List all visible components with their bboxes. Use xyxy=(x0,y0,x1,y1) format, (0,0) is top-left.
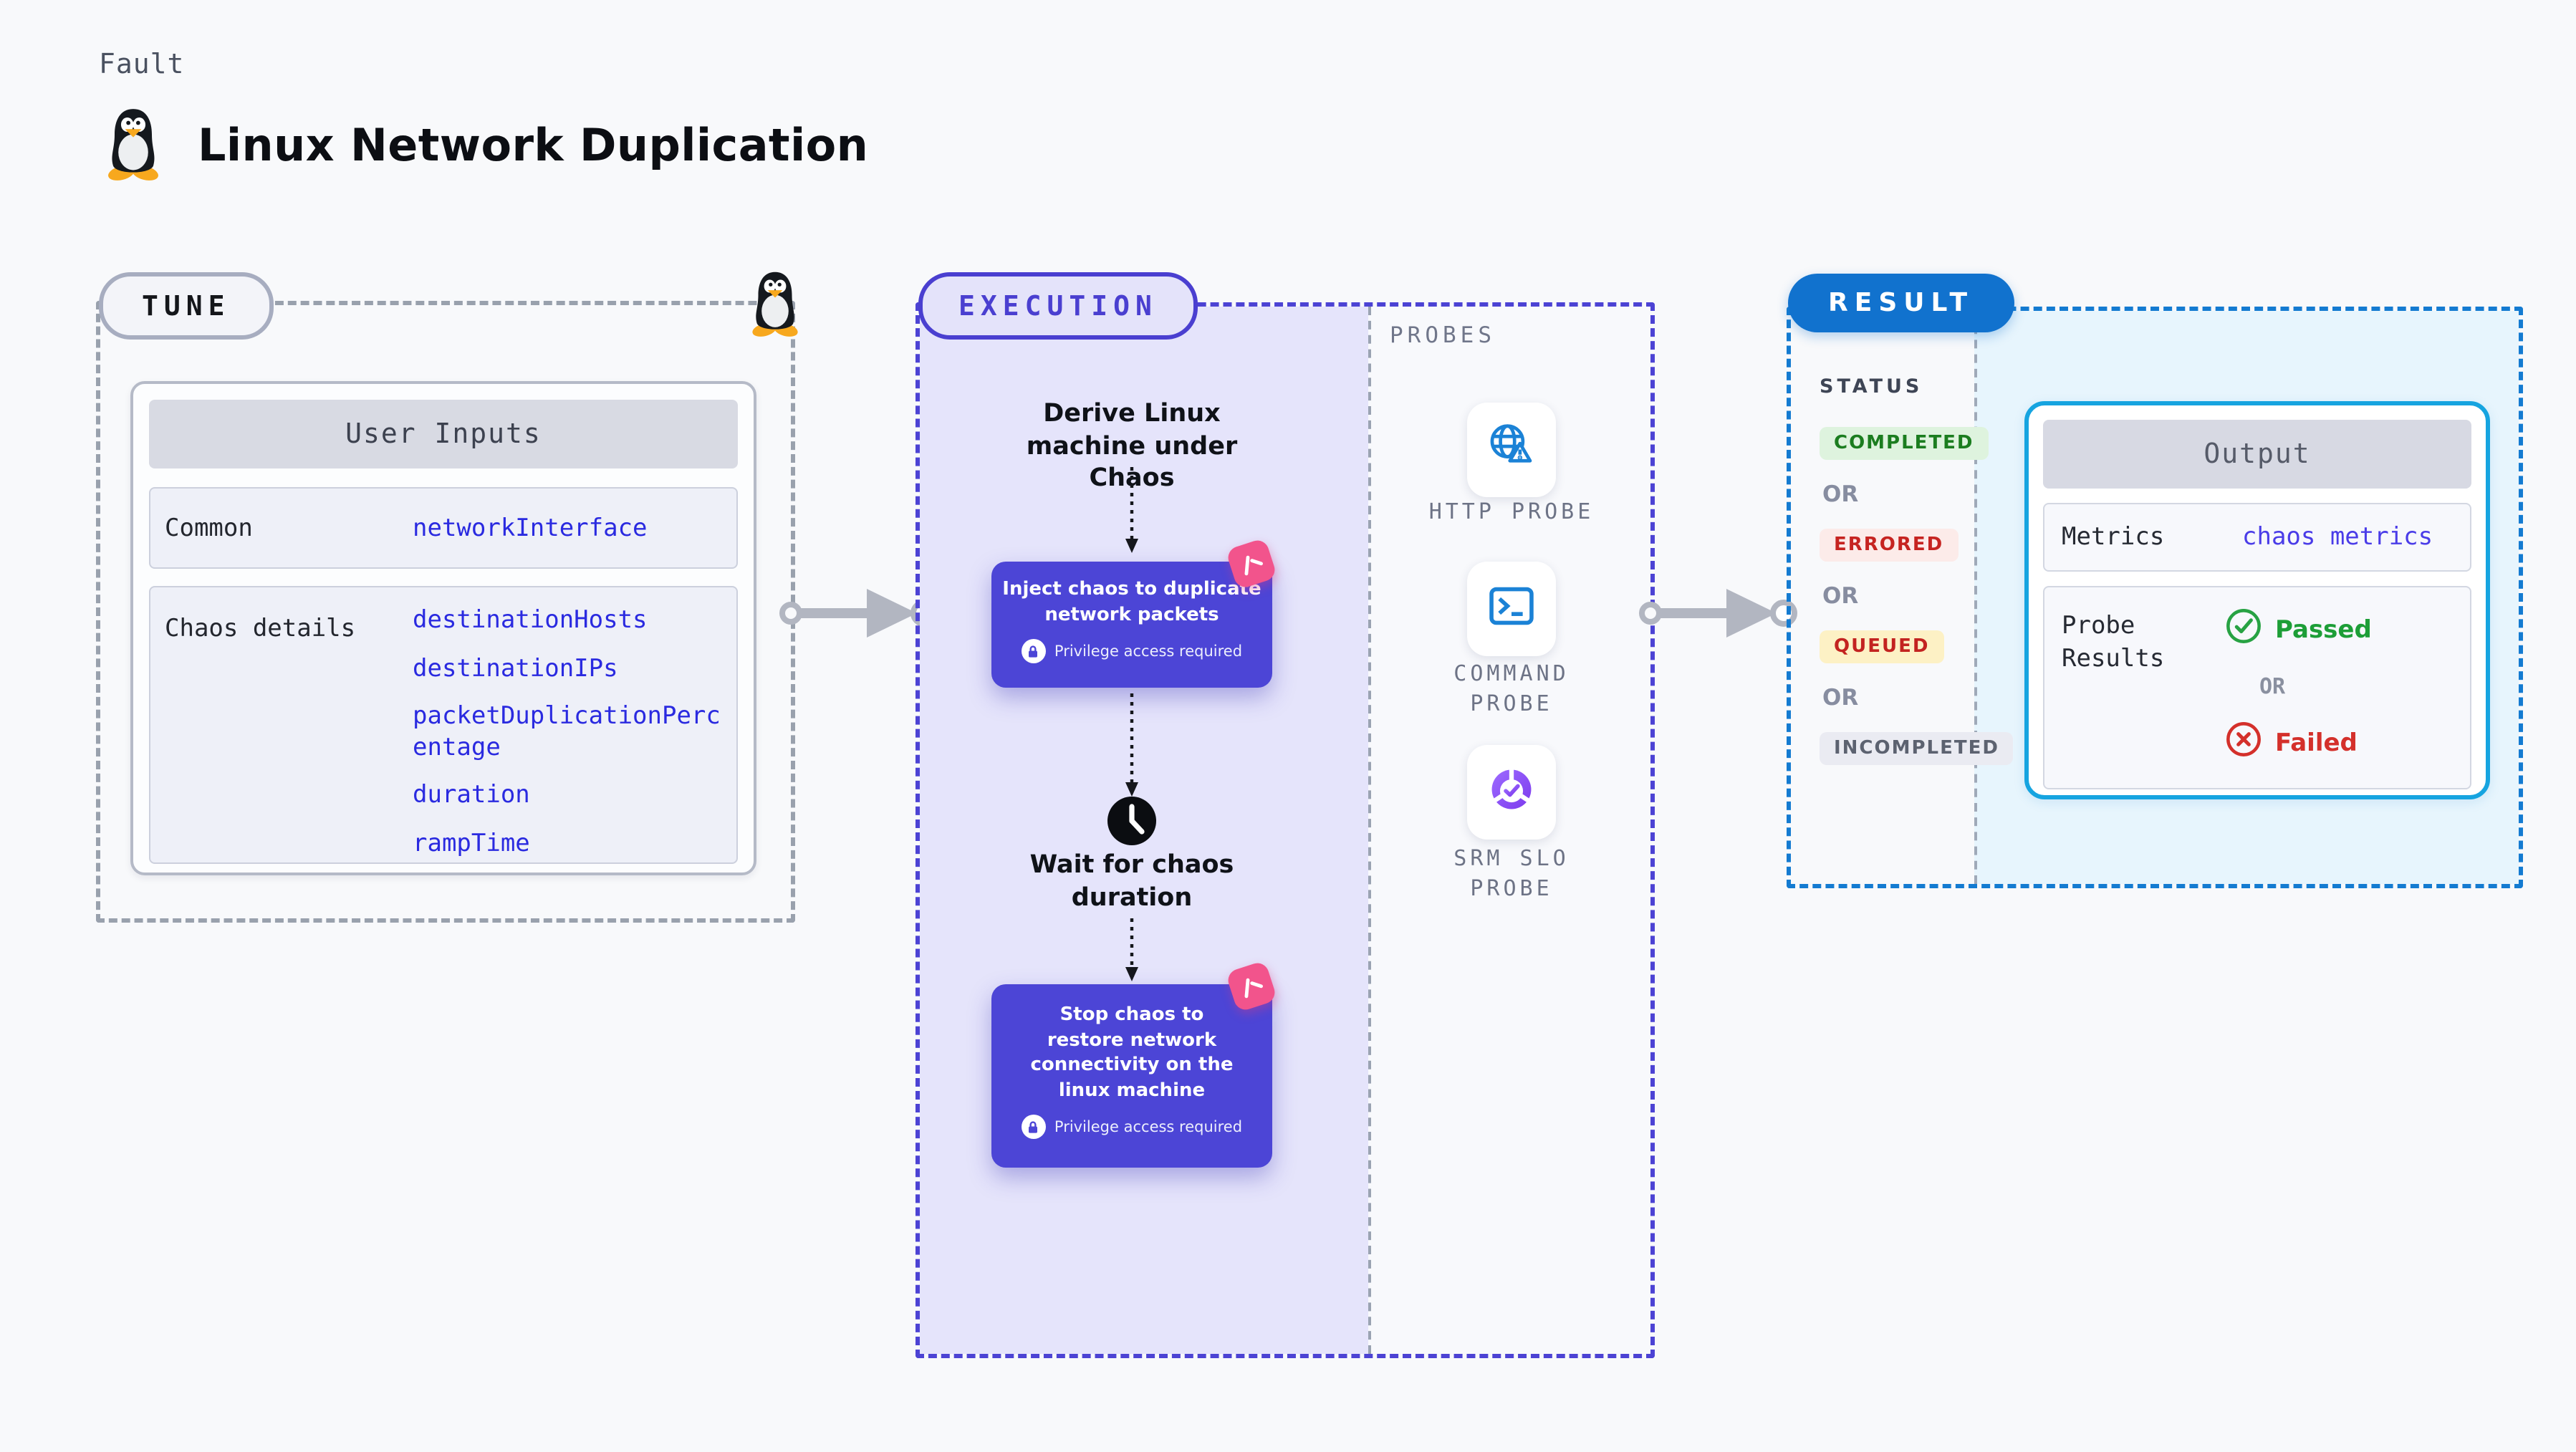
down-arrow-icon xyxy=(1125,918,1138,981)
input-value: destinationHosts xyxy=(413,606,648,635)
or-separator: OR xyxy=(1822,481,1859,507)
input-value: rampTime xyxy=(413,830,530,858)
input-value: packetDuplicationPercentage xyxy=(413,702,721,762)
status-options: COMPLETED OR ERRORED OR QUEUED OR INCOMP… xyxy=(1820,427,2014,765)
flow-arrow-tune-to-execution xyxy=(779,589,938,638)
row-label: Common xyxy=(165,514,253,542)
table-row: Chaos details destinationHosts destinati… xyxy=(149,586,738,864)
flow-step-stop-chaos: Stop chaos to restore network connectivi… xyxy=(991,984,1272,1168)
row-label: Metrics xyxy=(2062,522,2165,551)
fault-eyebrow: Fault xyxy=(99,49,185,80)
privilege-text: Privilege access required xyxy=(1054,1118,1243,1135)
input-value: destinationIPs xyxy=(413,655,618,683)
flow-step-wait: Wait for chaos duration xyxy=(1029,851,1234,912)
passed-line: Passed xyxy=(2205,607,2470,652)
probe-label: COMMAND PROBE xyxy=(1453,660,1570,716)
command-probe-card xyxy=(1467,562,1556,656)
execution-flow-area: Derive Linux machine under Chaos Inject … xyxy=(920,307,1368,1354)
flow-arrow-execution-to-result xyxy=(1639,589,1797,638)
http-probe-card xyxy=(1467,403,1556,497)
row-label: Probe Results xyxy=(2062,612,2165,673)
title-row: Linux Network Duplication xyxy=(100,106,868,186)
slo-donut-check-icon xyxy=(1484,762,1539,822)
privilege-text: Privilege access required xyxy=(1054,643,1243,660)
passed-label: Passed xyxy=(2275,615,2372,644)
page-title: Linux Network Duplication xyxy=(198,120,869,172)
probe-label: SRM SLO PROBE xyxy=(1453,845,1570,901)
or-separator: OR xyxy=(2259,673,2286,699)
user-inputs-table: User Inputs Common networkInterface Chao… xyxy=(130,381,756,875)
chaos-logo-badge-icon xyxy=(1225,960,1278,1013)
or-separator: OR xyxy=(1822,583,1859,609)
stop-chaos-label: Stop chaos to restore network connectivi… xyxy=(1030,1004,1234,1101)
input-value: duration xyxy=(413,781,530,809)
tux-penguin-icon-small xyxy=(744,269,807,342)
metrics-value: chaos metrics xyxy=(2242,523,2433,552)
failed-label: Failed xyxy=(2275,729,2358,757)
status-badge-queued: QUEUED xyxy=(1820,630,1944,663)
lock-icon xyxy=(1021,639,1046,663)
table-row: Metrics chaos metrics xyxy=(2043,503,2471,572)
execution-section: Derive Linux machine under Chaos Inject … xyxy=(915,302,1655,1358)
probes-panel: PROBES HTTP PROBE xyxy=(1368,307,1650,1354)
down-arrow-icon xyxy=(1125,693,1138,797)
status-badge-errored: ERRORED xyxy=(1820,529,1959,562)
status-badge-incompleted: INCOMPLETED xyxy=(1820,732,2014,765)
probe-label: HTTP PROBE xyxy=(1428,499,1595,524)
status-badge-completed: COMPLETED xyxy=(1820,427,1989,460)
probes-heading: PROBES xyxy=(1390,322,1496,348)
srm-slo-probe-card xyxy=(1467,745,1556,840)
x-circle-icon xyxy=(2225,721,2262,765)
terminal-icon xyxy=(1484,579,1539,639)
globe-warning-icon xyxy=(1484,420,1539,480)
execution-phase-badge: EXECUTION xyxy=(918,272,1198,340)
failed-line: Failed xyxy=(2205,721,2470,765)
output-header: Output xyxy=(2043,420,2471,489)
user-inputs-header: User Inputs xyxy=(149,400,738,468)
input-value: networkInterface xyxy=(413,514,648,542)
wait-clock-icon xyxy=(1106,795,1158,852)
down-arrow-icon xyxy=(1125,467,1138,553)
flow-step-inject-chaos: Inject chaos to duplicate network packet… xyxy=(991,562,1272,688)
privilege-note: Privilege access required xyxy=(991,1115,1272,1139)
output-table: Output Metrics chaos metrics Probe Resul… xyxy=(2024,401,2490,799)
table-row: Probe Results Passed OR xyxy=(2043,586,2471,789)
status-heading: STATUS xyxy=(1820,375,1923,398)
privilege-note: Privilege access required xyxy=(991,639,1272,663)
tune-phase-badge: TUNE xyxy=(99,272,274,340)
status-panel: STATUS COMPLETED OR ERRORED OR QUEUED OR… xyxy=(1791,311,2014,884)
chaos-logo-badge-icon xyxy=(1225,537,1278,590)
lock-icon xyxy=(1021,1115,1046,1139)
probe-results-values: Passed OR Failed xyxy=(2205,587,2470,765)
result-phase-badge: RESULT xyxy=(1788,274,2014,332)
flow-step-derive: Derive Linux machine under Chaos xyxy=(1026,400,1238,493)
check-circle-icon xyxy=(2225,607,2262,652)
row-label: Chaos details xyxy=(165,615,356,643)
table-row: Common networkInterface xyxy=(149,487,738,569)
or-separator: OR xyxy=(1822,685,1859,711)
tux-penguin-icon xyxy=(100,106,166,186)
inject-chaos-label: Inject chaos to duplicate network packet… xyxy=(1002,579,1261,625)
